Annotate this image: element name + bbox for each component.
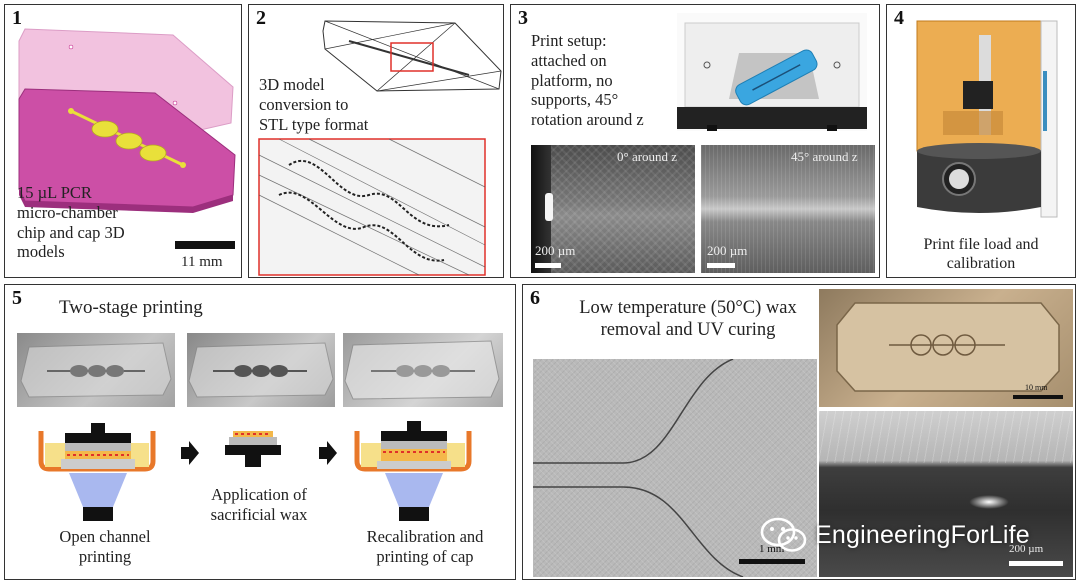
scale-bar <box>535 263 561 268</box>
panel-5: 5 Two-stage printing <box>4 284 516 580</box>
micrograph-0-deg: 0° around z 200 µm <box>531 145 695 273</box>
caption-line: Recalibration and <box>345 527 505 547</box>
build-platform-image <box>677 13 867 131</box>
caption-line: attached on <box>531 51 644 71</box>
step-2-label: Application of sacrificial wax <box>199 485 319 525</box>
caption-line: calibration <box>887 254 1075 273</box>
watermark-text: EngineeringForLife <box>815 521 1030 550</box>
panel-number: 3 <box>518 7 528 30</box>
vat-schematic-1 <box>41 423 153 521</box>
wechat-icon <box>759 515 809 555</box>
caption-line: platform, no <box>531 71 644 91</box>
vat-schematic-2 <box>357 421 469 521</box>
caption-line: Low temperature (50°C) wax <box>563 297 813 319</box>
step-1-label: Open channel printing <box>45 527 165 567</box>
watermark: EngineeringForLife <box>759 515 1030 555</box>
caption-line: micro-chamber <box>17 203 125 223</box>
panel-2-caption: 3D model conversion to STL type format <box>259 75 368 134</box>
caption-line: chip and cap 3D <box>17 223 125 243</box>
caption-line: models <box>17 242 125 262</box>
panel-3: 3 Print setup: attached on platform, no … <box>510 4 880 278</box>
panel-6-title: Low temperature (50°C) wax removal and U… <box>563 297 813 341</box>
scale-bar <box>739 559 805 564</box>
wax-schematic <box>225 431 281 467</box>
caption-line: printing of cap <box>345 547 505 567</box>
chip-photo-stage-3 <box>343 333 503 407</box>
micro-label: 45° around z <box>791 149 858 165</box>
cured-chip-photo: 10 mm <box>819 289 1073 407</box>
caption-line: 3D model <box>259 75 368 95</box>
caption-line: rotation around z <box>531 110 644 130</box>
scale-bar <box>707 263 735 268</box>
step-3-label: Recalibration and printing of cap <box>345 527 505 567</box>
scale-bar <box>1013 395 1063 399</box>
micro-label: 0° around z <box>617 149 677 165</box>
caption-line: STL type format <box>259 115 368 135</box>
scale-label: 200 µm <box>707 243 747 259</box>
panel-3-caption: Print setup: attached on platform, no su… <box>531 31 644 130</box>
caption-line: 15 µL PCR <box>17 183 125 203</box>
caption-line: removal and UV curing <box>563 319 813 341</box>
caption-line: Application of <box>199 485 319 505</box>
panel-number: 6 <box>530 287 540 310</box>
caption-line: supports, 45° <box>531 90 644 110</box>
panel-number: 5 <box>12 287 22 310</box>
caption-line: printing <box>45 547 165 567</box>
arrow-right-icon <box>181 441 199 465</box>
scale-label: 10 mm <box>1025 383 1047 393</box>
caption-line: Open channel <box>45 527 165 547</box>
panel-1: 1 15 µL PCR micro-chamber chip and cap 3… <box>4 4 242 278</box>
caption-line: conversion to <box>259 95 368 115</box>
caption-line: Print setup: <box>531 31 644 51</box>
caption-line: Print file load and <box>887 235 1075 254</box>
panel-4-caption: Print file load and calibration <box>887 235 1075 273</box>
panel-5-title: Two-stage printing <box>59 297 203 320</box>
arrow-right-icon <box>319 441 337 465</box>
panel-6: 6 Low temperature (50°C) wax removal and… <box>522 284 1076 580</box>
panel-2: 2 3D model conversion to STL type format <box>248 4 504 278</box>
chip-photo-stage-1 <box>17 333 175 407</box>
panel-4: 4 Print file load and calibration <box>886 4 1076 278</box>
stl-wireframe-model <box>249 5 504 278</box>
3d-printer-image <box>887 11 1076 221</box>
panel-1-caption: 15 µL PCR micro-chamber chip and cap 3D … <box>17 183 125 262</box>
caption-line: sacrificial wax <box>199 505 319 525</box>
chip-photo-stage-2 <box>187 333 335 407</box>
micrograph-45-deg: 45° around z 200 µm <box>701 145 875 273</box>
scale-label: 11 mm <box>181 253 223 271</box>
scale-bar <box>1009 561 1063 566</box>
scale-label: 200 µm <box>535 243 575 259</box>
